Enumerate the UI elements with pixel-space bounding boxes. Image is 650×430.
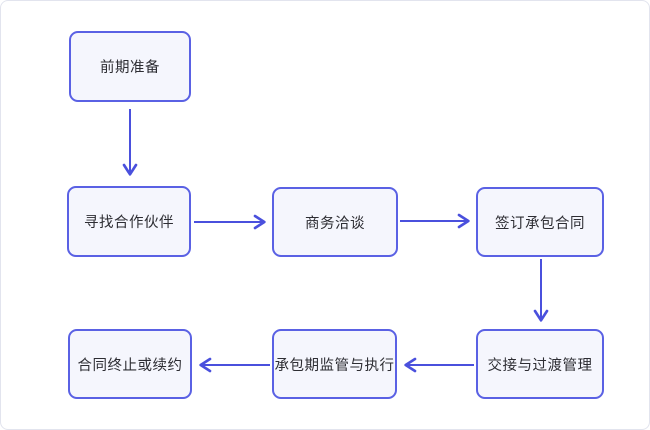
flow-node-find-partners: 寻找合作伙伴: [67, 186, 191, 257]
flow-node-label: 寻找合作伙伴: [84, 215, 174, 231]
flow-node-label: 商务洽谈: [305, 215, 365, 232]
flow-node-label: 交接与过渡管理: [487, 357, 593, 374]
flow-node-preparation: 前期准备: [69, 31, 191, 102]
flow-node-supervision-execution: 承包期监管与执行: [272, 329, 397, 399]
flow-node-label: 承包期监管与执行: [274, 357, 395, 374]
flow-node-label: 签订承包合同: [495, 215, 585, 232]
flow-node-termination-renewal: 合同终止或续约: [68, 329, 192, 399]
flow-node-sign-contract: 签订承包合同: [476, 187, 604, 257]
flow-node-label: 前期准备: [100, 60, 160, 76]
flow-node-business-negotiation: 商务洽谈: [272, 187, 398, 257]
flow-node-label: 合同终止或续约: [77, 357, 183, 374]
flow-node-handover-transition: 交接与过渡管理: [476, 329, 604, 399]
